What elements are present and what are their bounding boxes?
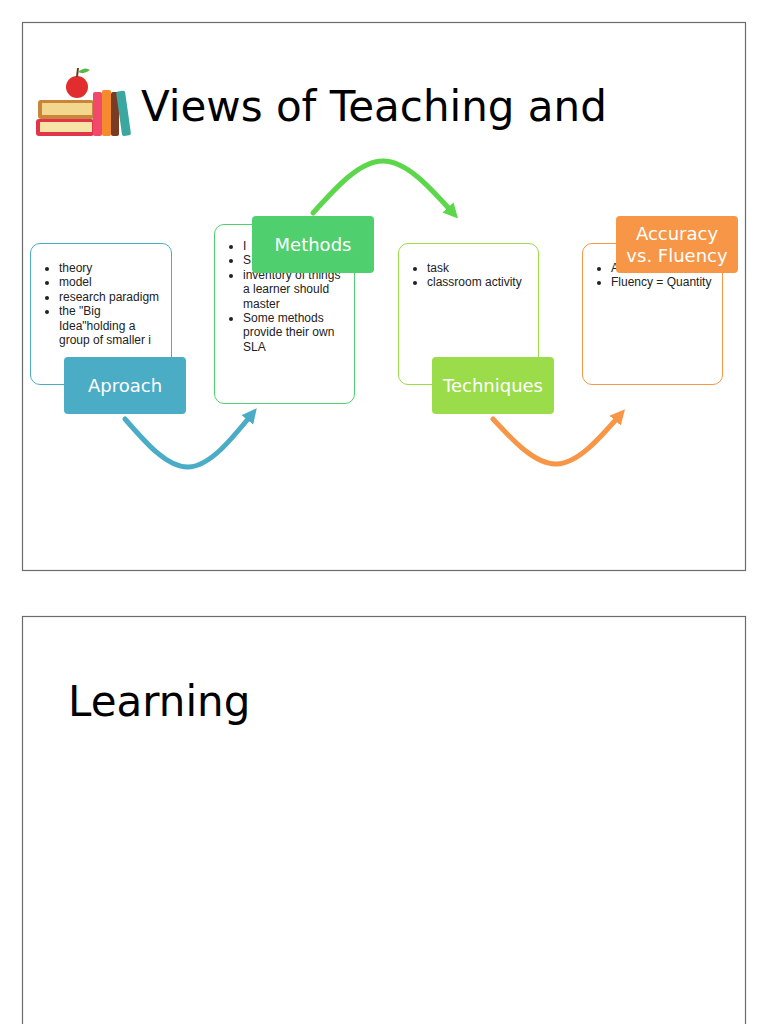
heading-text: Methods bbox=[275, 234, 352, 256]
slide-frame bbox=[23, 23, 746, 571]
bullet-list: theorymodelresearch paradigmthe "Big Ide… bbox=[31, 261, 171, 347]
bullet-item: task bbox=[427, 261, 532, 275]
curved-arrow bbox=[493, 415, 620, 464]
apple-leaf bbox=[78, 68, 90, 73]
concept-box: ISinventory of things a learner should m… bbox=[214, 224, 355, 404]
heading-text: Aproach bbox=[88, 375, 162, 397]
heading-tab: Accuracy vs. Fluency bbox=[616, 216, 738, 273]
bullet-item: model bbox=[59, 275, 165, 289]
heading-tab: Techniques bbox=[432, 357, 554, 414]
bullet-item: the "Big Idea"holding a group of smaller… bbox=[59, 304, 165, 347]
slide-title: Learning bbox=[68, 679, 250, 725]
book bbox=[38, 100, 94, 119]
bullet-item: theory bbox=[59, 261, 165, 275]
heading-text: Techniques bbox=[443, 375, 543, 397]
books-icon bbox=[36, 68, 131, 136]
book bbox=[102, 90, 111, 136]
bullet-item: Some methods provide their own SLA bbox=[243, 311, 348, 354]
book bbox=[93, 92, 102, 136]
curved-arrow bbox=[313, 161, 453, 213]
concept-box: theorymodelresearch paradigmthe "Big Ide… bbox=[30, 243, 172, 385]
slide-frame bbox=[23, 617, 746, 1024]
bullet-item: research paradigm bbox=[59, 290, 165, 304]
book-pages bbox=[40, 122, 92, 132]
heading-text: Accuracy vs. Fluency bbox=[622, 223, 732, 266]
bullet-item: inventory of things a learner should mas… bbox=[243, 268, 348, 311]
concept-box: AFluency = QuantityAccuracy vs. Fluency bbox=[582, 243, 723, 385]
bullet-item: Fluency = Quantity bbox=[611, 275, 716, 289]
book bbox=[116, 91, 131, 137]
apple-stem bbox=[77, 68, 78, 77]
bullet-list: taskclassroom activity bbox=[399, 261, 538, 290]
book-pages bbox=[42, 103, 92, 115]
book bbox=[36, 119, 94, 136]
bullet-item: classroom activity bbox=[427, 275, 532, 289]
concept-box: taskclassroom activityTechniques bbox=[398, 243, 539, 385]
apple bbox=[66, 76, 88, 98]
curved-arrow bbox=[125, 414, 252, 467]
heading-tab: Methods bbox=[252, 216, 374, 273]
slide-title: Views of Teaching and bbox=[141, 84, 607, 130]
heading-tab: Aproach bbox=[64, 357, 186, 414]
